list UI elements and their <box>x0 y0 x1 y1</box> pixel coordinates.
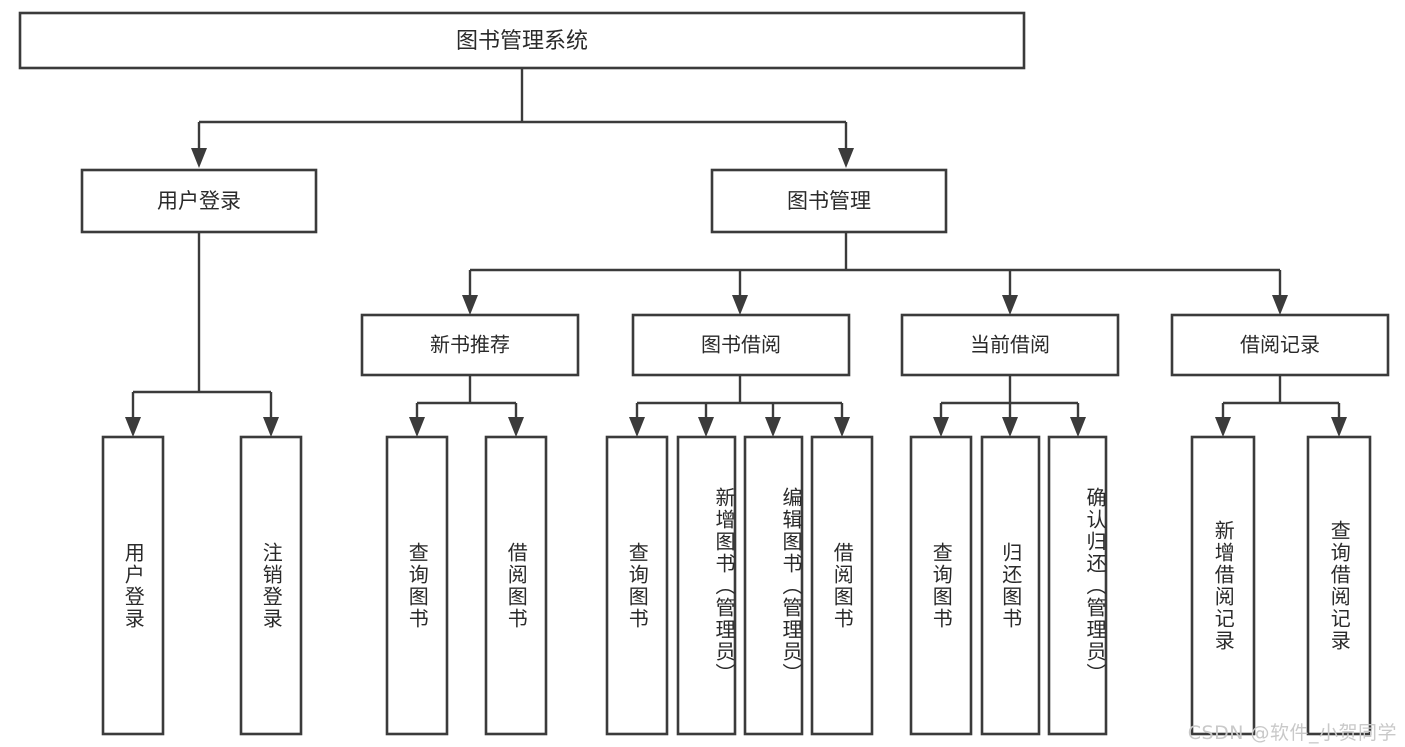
connector-bookmanage-to-level3 <box>462 232 1288 315</box>
leaf-box-user-login-login[interactable] <box>101 435 165 736</box>
node-level1-root[interactable]: 图书管理系统 <box>18 11 1026 70</box>
node-level1-label: 图书管理系统 <box>456 29 588 54</box>
node-level3-current-borrow[interactable]: 当前借阅 <box>900 313 1120 377</box>
node-level2-book-manage[interactable]: 图书管理 <box>710 168 948 234</box>
leaf-box-bookborrow-query[interactable] <box>605 435 669 736</box>
leaf-box-bookborrow-add[interactable] <box>676 435 737 736</box>
leaf-box-bookborrow-borrow[interactable] <box>810 435 874 736</box>
node-level3-label-current-borrow: 当前借阅 <box>970 333 1050 357</box>
connector-bookborrow-to-leaves <box>629 375 850 437</box>
node-level3-new-book-recommend[interactable]: 新书推荐 <box>360 313 580 377</box>
leaf-box-newbook-borrow[interactable] <box>484 435 548 736</box>
node-level3-borrow-records[interactable]: 借阅记录 <box>1170 313 1390 377</box>
leaf-box-currentborrow-return[interactable] <box>980 435 1041 736</box>
node-level2-label-user-login: 用户登录 <box>157 189 241 213</box>
node-level3-label-new-book-recommend: 新书推荐 <box>430 333 510 357</box>
node-level2-label-book-manage: 图书管理 <box>787 189 871 213</box>
leaf-box-user-login-logout[interactable] <box>239 435 303 736</box>
connector-newbook-to-leaves <box>409 375 524 437</box>
node-level2-user-login[interactable]: 用户登录 <box>80 168 318 234</box>
connector-borrowrecord-to-leaves <box>1215 375 1347 437</box>
csdn-watermark: CSDN @软件_小贺同学 <box>1187 722 1397 744</box>
leaf-box-currentborrow-confirm[interactable] <box>1047 435 1108 736</box>
leaf-box-borrowrecord-add[interactable] <box>1190 435 1256 736</box>
node-level3-book-borrow[interactable]: 图书借阅 <box>631 313 851 377</box>
connector-root-to-level2 <box>191 68 854 168</box>
connector-userlogin-to-leaves <box>125 232 279 437</box>
node-level3-label-borrow-records: 借阅记录 <box>1240 333 1320 357</box>
leaf-box-borrowrecord-query[interactable] <box>1306 435 1372 736</box>
leaf-box-bookborrow-edit[interactable] <box>743 435 804 736</box>
leaf-box-newbook-query[interactable] <box>385 435 449 736</box>
node-level3-label-book-borrow: 图书借阅 <box>701 333 781 357</box>
leaf-box-currentborrow-query[interactable] <box>909 435 973 736</box>
connector-currentborrow-to-leaves <box>933 375 1086 437</box>
